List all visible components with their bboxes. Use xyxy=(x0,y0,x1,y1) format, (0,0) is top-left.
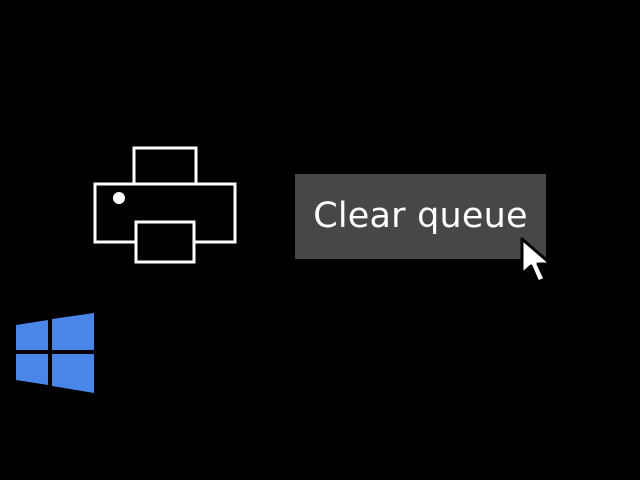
windows-logo-pane-top-right xyxy=(52,313,94,350)
clear-queue-button[interactable]: Clear queue xyxy=(295,174,546,259)
printer-paper-tray xyxy=(132,146,198,187)
printer-icon xyxy=(93,146,237,264)
windows-logo-icon xyxy=(16,313,94,393)
mouse-pointer-icon xyxy=(520,237,553,284)
windows-logo-pane-bottom-right xyxy=(52,354,94,393)
windows-logo-pane-bottom-left xyxy=(16,354,48,385)
windows-logo-pane-top-left xyxy=(16,320,48,350)
printer-output-tray xyxy=(134,220,196,264)
printer-indicator-light xyxy=(113,192,125,204)
